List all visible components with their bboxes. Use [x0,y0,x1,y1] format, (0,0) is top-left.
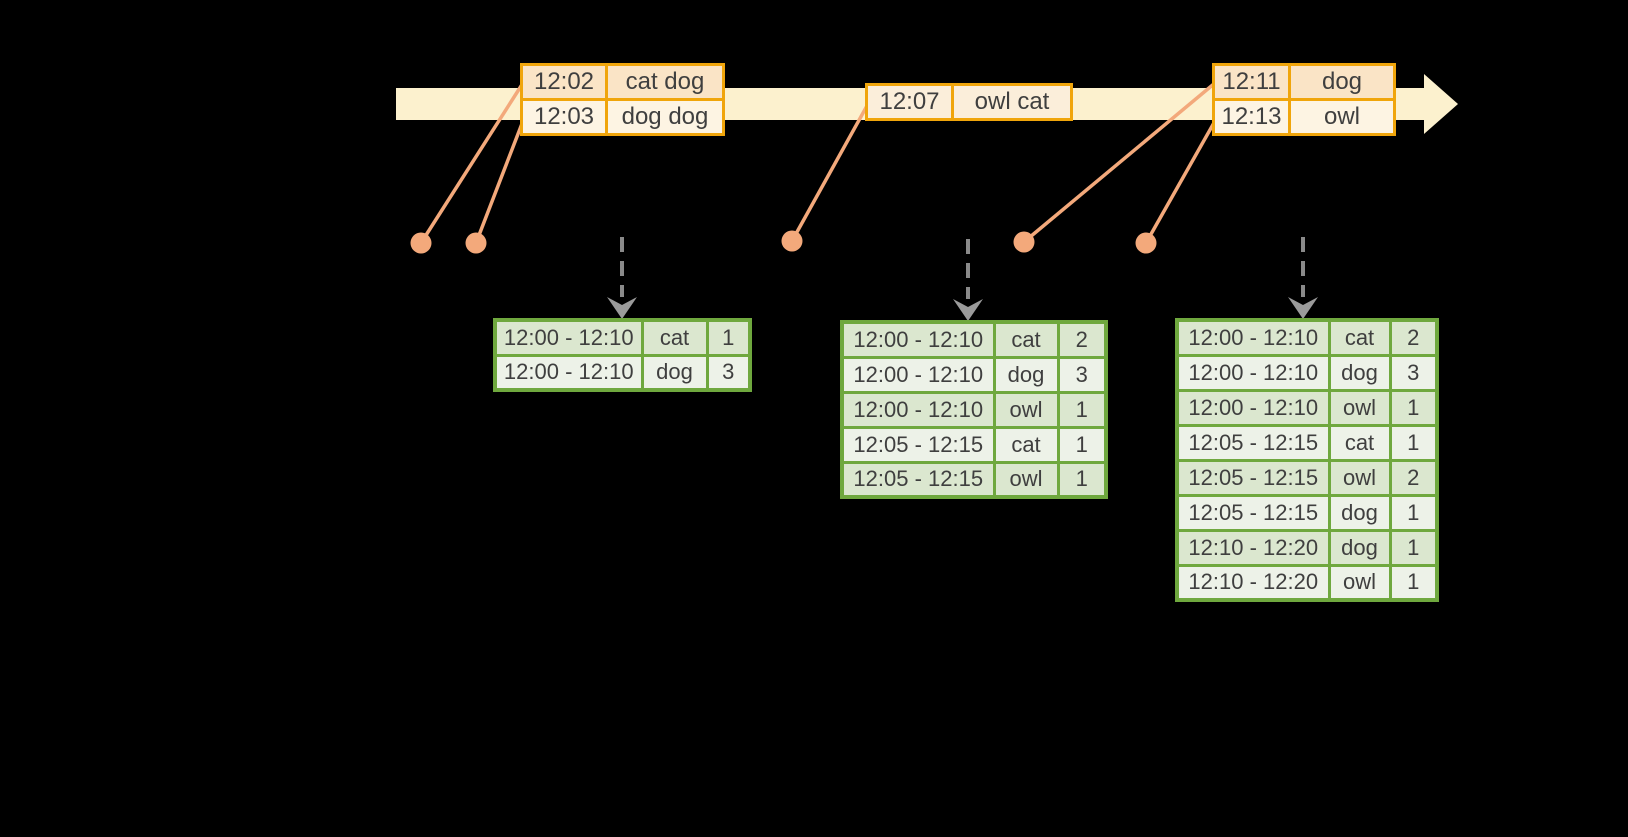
event-row: 12:07 owl cat [865,83,1073,121]
table-row: 12:00 - 12:10 cat 2 [1175,318,1439,357]
connector-line [1022,81,1217,244]
count-cell: 1 [1388,423,1439,462]
word-cell: dog [992,355,1060,394]
event-dot [781,230,803,252]
connector-line [1144,120,1217,244]
table-row: 12:05 - 12:15 owl 2 [1175,458,1439,497]
event-words-cell: cat dog [605,63,725,101]
event-row: 12:02 cat dog [520,63,725,101]
table-row: 12:00 - 12:10 owl 1 [840,390,1108,429]
window-cell: 12:00 - 12:10 [1175,318,1331,357]
count-cell: 2 [1056,320,1108,359]
event-time-cell: 12:03 [520,98,608,136]
count-cell: 2 [1388,458,1439,497]
event-words-cell: dog [1288,63,1396,101]
window-cell: 12:10 - 12:20 [1175,563,1331,602]
window-cell: 12:00 - 12:10 [493,318,644,357]
window-cell: 12:05 - 12:15 [840,460,996,499]
word-cell: owl [1327,388,1392,427]
table-row: 12:10 - 12:20 dog 1 [1175,528,1439,567]
table-row: 12:00 - 12:10 owl 1 [1175,388,1439,427]
count-cell: 1 [1056,460,1108,499]
result-table: 12:00 - 12:10 cat 2 12:00 - 12:10 dog 3 … [1175,318,1439,602]
word-cell: owl [992,390,1060,429]
trigger-arrowhead-icon [1288,297,1318,319]
event-time-axis-arrowhead [1424,74,1458,134]
event-row: 12:13 owl [1212,98,1396,136]
word-cell: dog [1327,528,1392,567]
count-cell: 3 [705,353,752,392]
window-cell: 12:05 - 12:15 [1175,493,1331,532]
table-row: 12:00 - 12:10 dog 3 [840,355,1108,394]
connector-line [419,82,525,244]
word-cell: dog [1327,353,1392,392]
event-words-cell: owl cat [951,83,1073,121]
result-table: 12:00 - 12:10 cat 2 12:00 - 12:10 dog 3 … [840,320,1108,499]
word-cell: cat [1327,318,1392,357]
event-time-cell: 12:02 [520,63,608,101]
event-time-cell: 12:13 [1212,98,1291,136]
count-cell: 1 [1388,493,1439,532]
count-cell: 1 [1388,388,1439,427]
event-table: 12:11 dog 12:13 owl [1212,63,1396,136]
result-table: 12:00 - 12:10 cat 1 12:00 - 12:10 dog 3 [493,318,752,392]
window-cell: 12:00 - 12:10 [493,353,644,392]
event-row: 12:03 dog dog [520,98,725,136]
event-dot [1013,231,1035,253]
count-cell: 1 [1056,390,1108,429]
count-cell: 1 [1388,563,1439,602]
event-dot [465,232,487,254]
event-words-cell: owl [1288,98,1396,136]
window-cell: 12:00 - 12:10 [1175,353,1331,392]
connector-line [474,120,525,244]
table-row: 12:05 - 12:15 dog 1 [1175,493,1439,532]
window-cell: 12:00 - 12:10 [840,390,996,429]
table-row: 12:00 - 12:10 cat 2 [840,320,1108,359]
event-time-cell: 12:07 [865,83,954,121]
window-cell: 12:10 - 12:20 [1175,528,1331,567]
event-row: 12:11 dog [1212,63,1396,101]
count-cell: 3 [1388,353,1439,392]
word-cell: owl [1327,563,1392,602]
table-row: 12:05 - 12:15 cat 1 [840,425,1108,464]
word-cell: dog [640,353,709,392]
window-cell: 12:00 - 12:10 [840,355,996,394]
window-cell: 12:00 - 12:10 [840,320,996,359]
event-time-cell: 12:11 [1212,63,1291,101]
window-cell: 12:05 - 12:15 [1175,458,1331,497]
event-dot [1135,232,1157,254]
word-cell: dog [1327,493,1392,532]
count-cell: 1 [1388,528,1439,567]
table-row: 12:00 - 12:10 dog 3 [493,353,752,392]
table-row: 12:00 - 12:10 dog 3 [1175,353,1439,392]
event-dot [410,232,432,254]
word-cell: cat [1327,423,1392,462]
event-words-cell: dog dog [605,98,725,136]
event-table: 12:07 owl cat [865,83,1073,121]
count-cell: 3 [1056,355,1108,394]
word-cell: cat [992,320,1060,359]
trigger-arrowhead-icon [607,297,637,319]
count-cell: 1 [1056,425,1108,464]
connector-line [790,103,870,242]
word-cell: owl [992,460,1060,499]
table-row: 12:10 - 12:20 owl 1 [1175,563,1439,602]
window-cell: 12:00 - 12:10 [1175,388,1331,427]
word-cell: cat [992,425,1060,464]
table-row: 12:00 - 12:10 cat 1 [493,318,752,357]
count-cell: 1 [705,318,752,357]
word-cell: cat [640,318,709,357]
count-cell: 2 [1388,318,1439,357]
window-cell: 12:05 - 12:15 [840,425,996,464]
word-cell: owl [1327,458,1392,497]
table-row: 12:05 - 12:15 owl 1 [840,460,1108,499]
window-cell: 12:05 - 12:15 [1175,423,1331,462]
table-row: 12:05 - 12:15 cat 1 [1175,423,1439,462]
event-table: 12:02 cat dog 12:03 dog dog [520,63,725,136]
trigger-arrowhead-icon [953,299,983,321]
